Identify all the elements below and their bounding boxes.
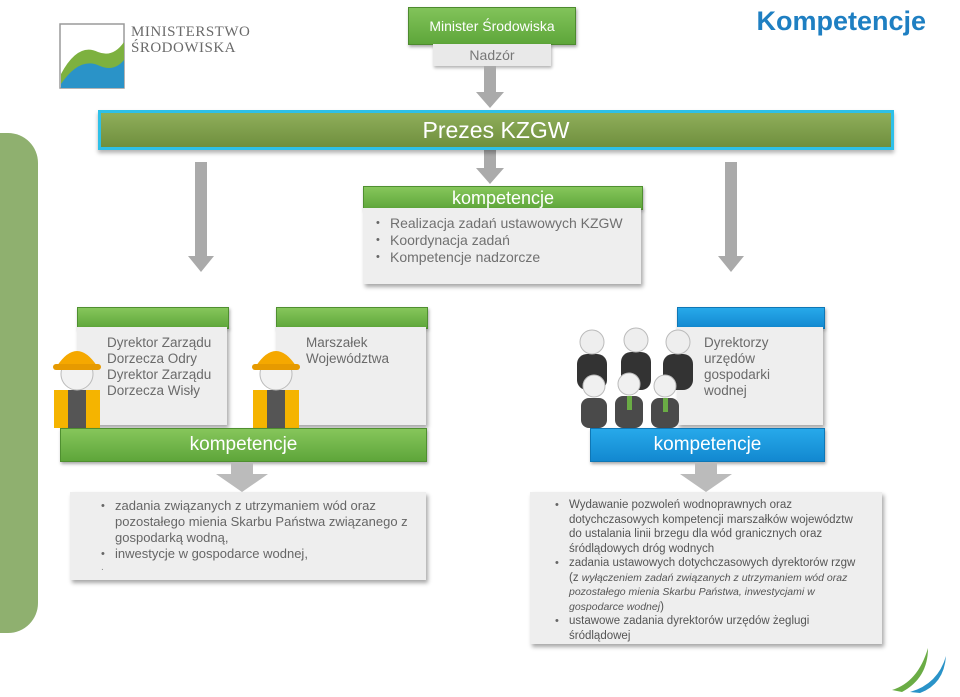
list-item: inwestycje w gospodarce wodnej, <box>101 546 410 562</box>
minister-box: Minister Środowiska <box>408 7 576 45</box>
center-kompetencje-box: Realizacja zadań ustawowych KZGW Koordyn… <box>363 208 641 284</box>
dyrektorzy-header-bar <box>677 307 825 329</box>
dyrektorzy-role-label: Dyrektorzy urzędów gospodarki wodnej <box>677 327 823 399</box>
list-item-text: zadania ustawowych dotychczasowych dyrek… <box>569 557 855 569</box>
arrow-down-icon <box>216 462 268 492</box>
prezes-box: Prezes KZGW <box>98 110 894 150</box>
center-kompetencje-list: Realizacja zadań ustawowych KZGW Koordyn… <box>363 208 641 266</box>
list-item: ustawowe zadania dyrektorów urzędów żegl… <box>555 614 866 643</box>
nadzor-box: Nadzór <box>433 44 551 66</box>
logo-line-2: ŚRODOWISKA <box>131 40 250 56</box>
list-item: zadania ustawowych dotychczasowych dyrek… <box>555 556 866 614</box>
left-kompetencje-box: zadania związanych z utrzymaniem wód ora… <box>70 492 426 580</box>
construction-worker-icon <box>243 336 309 428</box>
arrow-down-icon <box>470 66 510 110</box>
construction-worker-icon <box>44 336 110 428</box>
marszalek-header-bar <box>276 307 428 329</box>
people-group-icon <box>575 324 697 428</box>
list-item: Koordynacja zadań <box>376 232 631 249</box>
list-item: Kompetencje nadzorcze <box>376 249 631 266</box>
left-kompetencje-title: kompetencje <box>60 428 427 462</box>
arrow-down-icon <box>716 162 746 274</box>
list-item: Realizacja zadań ustawowych KZGW <box>376 215 631 232</box>
side-band <box>0 133 38 633</box>
brand-swoosh-icon <box>888 642 956 694</box>
left-trailing-dot: . <box>70 562 426 574</box>
right-kompetencje-list: Wydawanie pozwoleń wodnoprawnych oraz do… <box>530 492 882 643</box>
dyrektorzy-role-box: Dyrektorzy urzędów gospodarki wodnej <box>677 327 823 425</box>
ministry-logo-text: MINISTERSTWO ŚRODOWISKA <box>131 24 250 56</box>
arrow-down-icon <box>470 146 510 186</box>
note-close: ) <box>660 601 664 613</box>
note-open: (z <box>569 572 579 584</box>
center-kompetencje-title: kompetencje <box>363 186 643 210</box>
dyrektor-header-bar <box>77 307 229 329</box>
note-text: wyłączeniem zadań związanych z utrzymani… <box>569 572 847 613</box>
arrow-down-icon <box>680 462 732 492</box>
list-item: zadania związanych z utrzymaniem wód ora… <box>101 498 410 546</box>
right-kompetencje-title: kompetencje <box>590 428 825 462</box>
arrow-down-icon <box>186 162 216 274</box>
right-kompetencje-box: Wydawanie pozwoleń wodnoprawnych oraz do… <box>530 492 882 644</box>
left-kompetencje-list: zadania związanych z utrzymaniem wód ora… <box>70 492 426 562</box>
page-title: Kompetencje <box>756 6 926 37</box>
logo-line-1: MINISTERSTWO <box>131 24 250 40</box>
list-item: Wydawanie pozwoleń wodnoprawnych oraz do… <box>555 498 866 556</box>
